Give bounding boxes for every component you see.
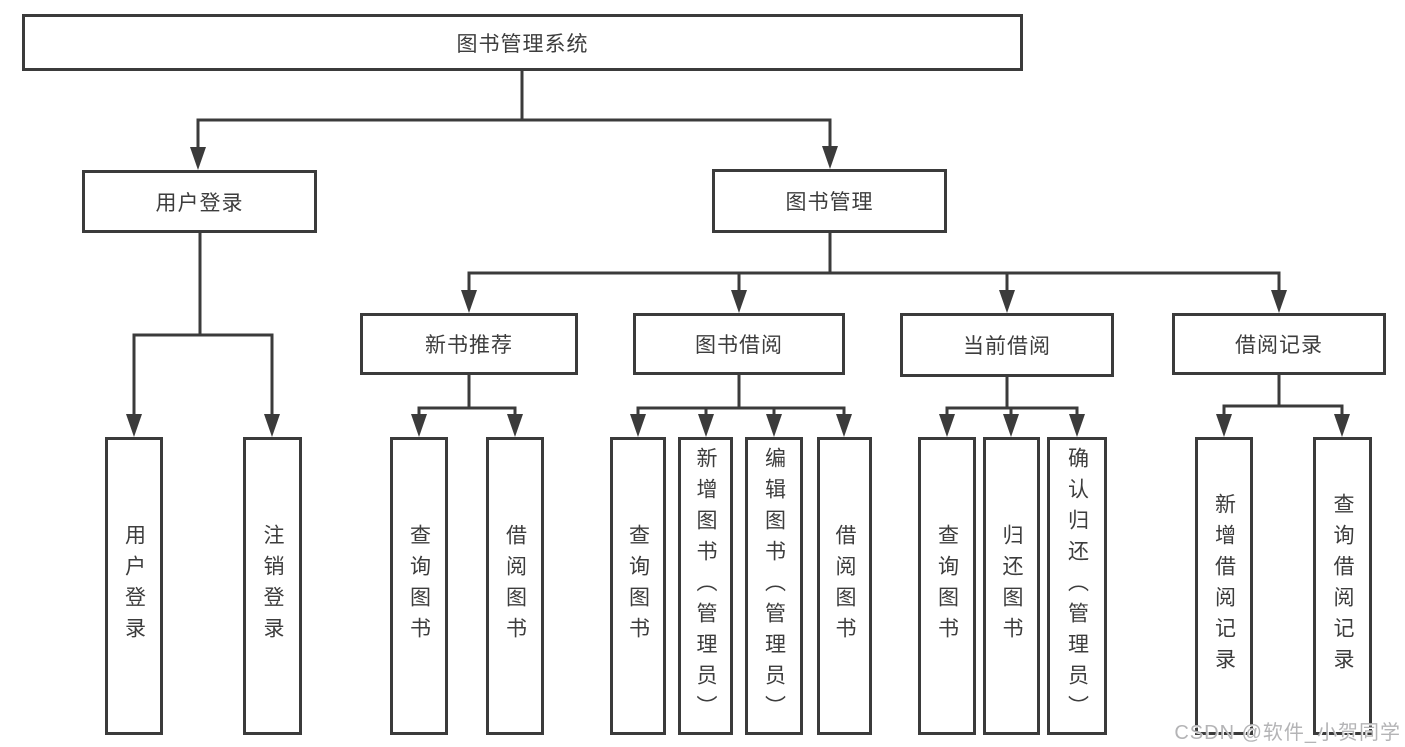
arrow-down-icon bbox=[766, 414, 782, 437]
arrow-down-icon bbox=[126, 414, 142, 437]
csdn-watermark: CSDN @软件_小贺同学 bbox=[1174, 722, 1401, 744]
leaf-label: 查询图书 bbox=[407, 524, 431, 648]
arrow-down-icon bbox=[836, 414, 852, 437]
leaf-label: 新增借阅记录 bbox=[1212, 493, 1236, 679]
leaf-label: 用户登录 bbox=[122, 524, 146, 648]
leaf-label: 编辑图书（管理员） bbox=[762, 446, 786, 726]
node-book-management: 图书管理 bbox=[712, 169, 947, 233]
node-library-management-system: 图书管理系统 bbox=[22, 14, 1023, 71]
leaf-query-books-borrow: 查询图书 bbox=[610, 437, 666, 735]
leaf-label: 查询图书 bbox=[626, 524, 650, 648]
arrow-down-icon bbox=[731, 290, 747, 313]
leaf-user-login: 用户登录 bbox=[105, 437, 163, 735]
leaf-label: 归还图书 bbox=[1000, 524, 1023, 648]
leaf-label: 查询图书 bbox=[935, 524, 959, 648]
node-current-borrow: 当前借阅 bbox=[900, 313, 1114, 377]
leaf-label: 借阅图书 bbox=[833, 524, 856, 648]
arrow-down-icon bbox=[1334, 414, 1350, 437]
connector-line bbox=[132, 333, 274, 418]
arrow-down-icon bbox=[461, 290, 477, 313]
leaf-label: 查询借阅记录 bbox=[1331, 493, 1354, 679]
arrow-down-icon bbox=[190, 147, 206, 170]
leaf-borrow-books-recommend: 借阅图书 bbox=[486, 437, 544, 735]
connector-line bbox=[467, 271, 1281, 294]
leaf-label: 确认归还（管理员） bbox=[1065, 446, 1089, 726]
arrow-down-icon bbox=[630, 414, 646, 437]
leaf-return-books: 归还图书 bbox=[983, 437, 1040, 735]
node-user-login: 用户登录 bbox=[82, 170, 317, 233]
leaf-borrow-books: 借阅图书 bbox=[817, 437, 872, 735]
arrow-down-icon bbox=[1003, 414, 1019, 437]
connector-line bbox=[636, 406, 846, 418]
leaf-label: 借阅图书 bbox=[503, 524, 527, 648]
connector-line bbox=[417, 406, 517, 418]
connector-line bbox=[1222, 404, 1344, 418]
arrow-down-icon bbox=[698, 414, 714, 437]
arrow-down-icon bbox=[822, 146, 838, 169]
arrow-down-icon bbox=[1069, 414, 1085, 437]
leaf-query-borrow-record: 查询借阅记录 bbox=[1313, 437, 1372, 735]
leaf-edit-books-admin: 编辑图书（管理员） bbox=[745, 437, 803, 735]
leaf-confirm-return-admin: 确认归还（管理员） bbox=[1047, 437, 1107, 735]
leaf-label: 新增图书（管理员） bbox=[694, 446, 717, 726]
node-book-borrow: 图书借阅 bbox=[633, 313, 845, 375]
arrow-down-icon bbox=[264, 414, 280, 437]
arrow-down-icon bbox=[999, 290, 1015, 313]
leaf-label: 注销登录 bbox=[261, 524, 284, 648]
arrow-down-icon bbox=[1271, 290, 1287, 313]
node-borrow-records: 借阅记录 bbox=[1172, 313, 1386, 375]
leaf-add-borrow-record: 新增借阅记录 bbox=[1195, 437, 1253, 735]
connector-line bbox=[945, 406, 1079, 418]
leaf-add-books-admin: 新增图书（管理员） bbox=[678, 437, 733, 735]
arrow-down-icon bbox=[507, 414, 523, 437]
connector-line bbox=[196, 118, 832, 150]
leaf-logout-login: 注销登录 bbox=[243, 437, 302, 735]
arrow-down-icon bbox=[939, 414, 955, 437]
arrow-down-icon bbox=[1216, 414, 1232, 437]
node-new-book-recommend: 新书推荐 bbox=[360, 313, 578, 375]
leaf-query-books-recommend: 查询图书 bbox=[390, 437, 448, 735]
arrow-down-icon bbox=[411, 414, 427, 437]
leaf-query-books-current: 查询图书 bbox=[918, 437, 976, 735]
